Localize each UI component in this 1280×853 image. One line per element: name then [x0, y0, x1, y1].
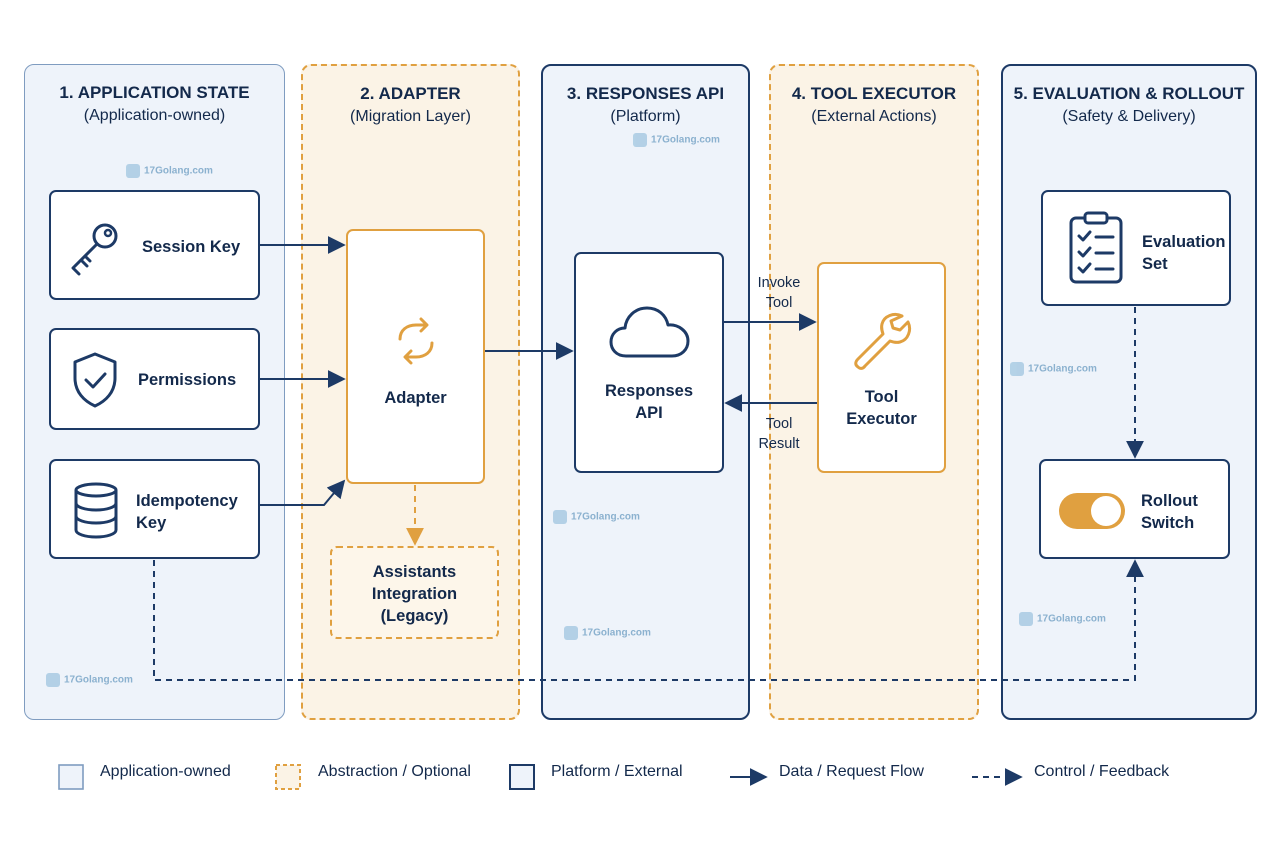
adapter-node: Adapter: [346, 229, 485, 484]
arrow-idempotency-to-adapter: [260, 479, 346, 506]
invoke-tool-label: Invoke Tool: [757, 275, 801, 311]
rollout-switch-label-line2: Switch: [1141, 514, 1195, 532]
watermark: 17Golang.com: [46, 673, 133, 687]
legend-control-feedback: Control / Feedback: [1034, 763, 1170, 780]
watermark: 17Golang.com: [553, 510, 640, 524]
assistants-integration-label-line1: Assistants: [372, 563, 457, 581]
assistants-integration-label-line3: (Legacy): [380, 607, 449, 625]
lane-title: 4. TOOL EXECUTOR: [791, 84, 957, 103]
lane-title: 3. RESPONSES API: [566, 84, 725, 103]
adapter-label: Adapter: [384, 389, 447, 407]
database-icon: [74, 482, 118, 539]
lane-evaluation-rollout: 5. EVALUATION & ROLLOUT (Safety & Delive…: [1001, 64, 1257, 720]
legend-swatch-application: [58, 764, 84, 790]
watermark: 17Golang.com: [633, 133, 720, 147]
legend-application-owned: Application-owned: [100, 763, 231, 780]
lane-title: 1. APPLICATION STATE: [59, 83, 250, 102]
session-key-node: Session Key: [49, 190, 260, 300]
watermark: 17Golang.com: [564, 626, 651, 640]
legend-data-flow: Data / Request Flow: [779, 763, 924, 780]
key-icon: [71, 223, 118, 276]
toggle-icon: [1059, 493, 1125, 529]
shield-check-icon: [73, 352, 117, 408]
permissions-node: Permissions: [49, 328, 260, 430]
evaluation-set-label-line2: Set: [1142, 255, 1168, 273]
clipboard-checklist-icon: [1069, 211, 1123, 284]
legend-platform-external: Platform / External: [551, 763, 683, 780]
permissions-label: Permissions: [138, 371, 237, 389]
watermark: 17Golang.com: [1019, 612, 1106, 626]
lane-subtitle: (Platform): [610, 108, 681, 125]
lane-title: 2. ADAPTER: [360, 84, 461, 103]
legend-swatch-platform: [509, 764, 535, 790]
rollout-switch-label-line1: Rollout: [1141, 492, 1198, 510]
idempotency-key-node: Idempotency Key: [49, 459, 260, 559]
tool-result-label: Tool Result: [758, 416, 800, 452]
legend-swatch-abstraction: [275, 764, 301, 790]
cloud-icon: [609, 306, 690, 358]
idempotency-key-label-line2: Key: [136, 514, 167, 532]
legend-abstraction-optional: Abstraction / Optional: [318, 763, 471, 780]
arrow-idempotency-to-rollout: [153, 559, 1144, 681]
lane-title: 5. EVALUATION & ROLLOUT: [1013, 84, 1245, 103]
session-key-label: Session Key: [142, 238, 241, 256]
watermark: 17Golang.com: [1010, 362, 1097, 376]
lane-subtitle: (Migration Layer): [350, 108, 471, 125]
responses-api-label-line1: Responses: [604, 382, 694, 400]
wrench-icon: [854, 312, 912, 370]
lane-subtitle: (External Actions): [811, 108, 937, 125]
tool-executor-label-line1: Tool: [864, 388, 899, 406]
evaluation-set-node: Evaluation Set: [1041, 190, 1231, 306]
responses-api-label-line2: API: [635, 404, 663, 422]
watermark: 17Golang.com: [126, 164, 213, 178]
lane-subtitle: (Application-owned): [83, 107, 226, 124]
assistants-integration-label-line2: Integration: [371, 585, 458, 603]
assistants-integration-node: Assistants Integration (Legacy): [330, 546, 499, 639]
rollout-switch-node: Rollout Switch: [1039, 459, 1230, 559]
idempotency-key-label-line1: Idempotency: [136, 492, 238, 510]
sync-icon: [398, 317, 434, 365]
tool-executor-label-line2: Executor: [846, 410, 917, 428]
tool-executor-node: Tool Executor: [817, 262, 946, 473]
evaluation-set-label-line1: Evaluation: [1142, 233, 1226, 251]
lane-subtitle: (Safety & Delivery): [1062, 108, 1196, 125]
responses-api-node: Responses API: [574, 252, 724, 473]
